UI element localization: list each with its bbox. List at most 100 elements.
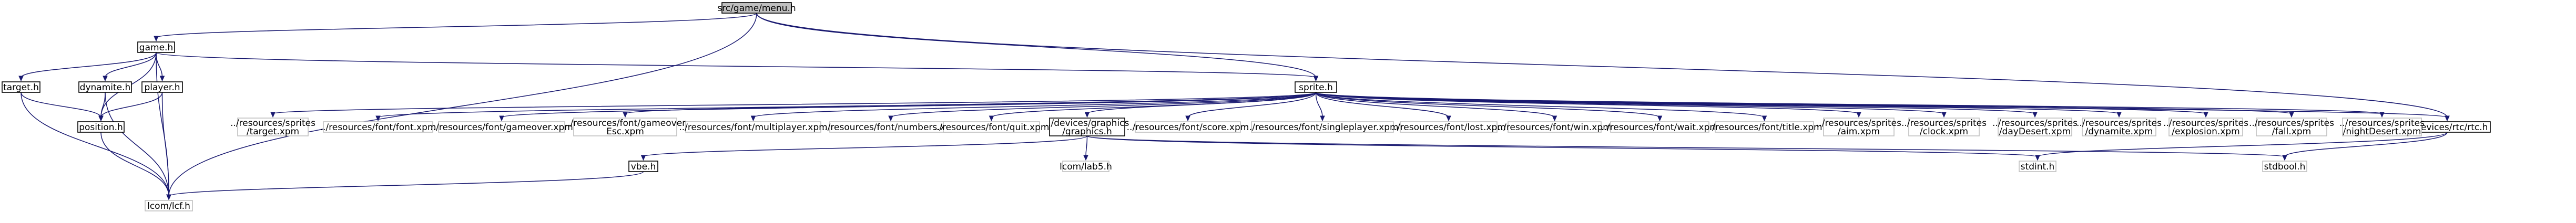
node-box [1610,121,1709,133]
edge-graphics-to-stdint [1086,135,2040,161]
node-box [237,118,309,136]
node-x_numbers[interactable]: ../resources/font/numbers.xpm [822,121,960,133]
node-stdbool[interactable]: stdbool.h [2262,161,2307,172]
node-label: src/game/menu.h [717,3,796,14]
node-x_clock[interactable]: ../resources/sprites/clock.xpm [1901,118,1987,137]
node-x_win[interactable]: ../resources/font/win.xpm [1498,121,1612,133]
node-label: lcom/lab5.h [1060,162,1112,172]
node-label: /graphics.h [1062,126,1112,137]
node-label: ../resources/sprites [1901,118,1987,129]
edge-sprite-to-rtc [1315,92,2450,122]
edge-sprite-to-x_win [1315,92,1557,122]
node-label: ../resources/sprites [2076,118,2162,129]
node-label: ../resources/sprites [230,118,315,129]
node-box [1508,121,1602,133]
edge-sprite-to-x_gameover [499,92,1317,122]
node-x_multi[interactable]: ../resources/font/multiplayer.xpm [679,121,828,133]
node-box [1908,118,1980,136]
node-box [1998,118,2072,136]
node-stdint[interactable]: stdint.h [2019,161,2056,172]
edge-sprite-to-x_lost [1315,92,1451,122]
edge-sprite-to-x_day [1315,92,2038,118]
node-label: ../resources/font/numbers.xpm [822,122,960,133]
edge-sprite-to-x_multi [750,92,1317,122]
node-x_dyn[interactable]: ../resources/sprites/dynamite.xpm [2076,118,2162,137]
node-label: /dayDesert.xpm [1999,126,2071,137]
node-lcom[interactable]: lcom/lcf.h [145,200,193,211]
node-menu[interactable]: src/game/menu.h [717,2,796,14]
node-graphics[interactable]: ../devices/graphics/graphics.h [1045,118,1129,137]
node-label: ../resources/font/win.xpm [1498,122,1611,133]
node-x_wait[interactable]: ../resources/font/wait.xpm [1601,121,1718,133]
node-label: ../resources/font/multiplayer.xpm [679,122,827,133]
edge-graphics-to-stdbool [1086,135,2287,161]
node-x_fall[interactable]: ../resources/sprites/fall.xpm [2249,118,2334,137]
edge-sprite-to-x_wait [1315,92,1663,122]
node-x_day[interactable]: ../resources/sprites/dayDesert.xpm [1992,118,2078,137]
edge-game-to-target [18,52,157,82]
node-label: ../devices/rtc/rtc.h [2407,122,2488,133]
edge-sprite-to-x_title [1315,92,1767,122]
edge-game-to-sprite [156,52,1319,82]
node-dynamite[interactable]: dynamite.h [78,81,132,93]
node-label: ../resources/sprites [1992,118,2078,129]
node-player[interactable]: player.h [141,81,183,93]
edge-rtc-to-stdbool [2282,132,2448,161]
node-box [1400,121,1498,133]
node-x_single[interactable]: ../resources/font/singleplayer.xpm [1246,121,1399,133]
node-x_quit[interactable]: ../resources/font/quit.xpm [934,121,1050,133]
node-label: ../resources/font/quit.xpm [934,122,1050,133]
node-label: vbe.h [631,162,656,172]
node-x_expl[interactable]: ../resources/sprites/explosion.xpm [2163,118,2248,137]
node-box [943,121,1040,133]
node-x_lost[interactable]: ../resources/font/lost.xpm [1391,121,1506,133]
node-x_target[interactable]: ../resources/sprites/target.xpm [230,118,315,137]
node-label: ../resources/sprites [1816,118,1901,129]
node-x_night[interactable]: ../resources/sprites/nightDesert.xpm [2339,118,2425,137]
edge-graphics-to-lcomtab [1083,135,1088,161]
node-box [1295,81,1337,93]
node-label: /explosion.xpm [2172,126,2239,137]
node-lcomtab[interactable]: lcom/lab5.h [1060,161,1112,172]
node-box [141,81,183,93]
node-box [77,121,125,133]
node-label: ../resources/font/font.xpm [320,122,436,133]
node-label: /clock.xpm [1920,126,1968,137]
edge-dynamite-to-lcom [105,92,171,200]
node-x_gameover[interactable]: ../resources/font/gameover.xpm [430,121,573,133]
node-label: ../devices/graphics [1045,118,1129,129]
node-label: ../resources/font/gameover.xpm [430,122,573,133]
edge-game-to-player [156,52,165,82]
node-box [145,200,193,211]
node-box [2262,161,2307,172]
edges-layer [18,13,2450,200]
node-box [2019,161,2056,172]
node-label: Esc.xpm [606,126,644,137]
node-label: game.h [139,43,173,53]
node-game[interactable]: game.h [137,41,175,53]
edge-sprite-to-x_gameoveresc [623,92,1317,118]
node-rtc[interactable]: ../devices/rtc/rtc.h [2404,121,2491,133]
node-vbe[interactable]: vbe.h [628,161,658,172]
edge-position-to-lcom [100,132,171,200]
node-box [1049,118,1125,136]
node-target[interactable]: target.h [2,81,40,93]
node-box [1135,121,1241,133]
edge-target-to-lcom [21,92,171,200]
node-x_font[interactable]: ../resources/font/font.xpm [320,121,436,133]
node-label: ../resources/font/gameover [565,118,686,129]
node-x_score[interactable]: ../resources/font/score.xpm [1127,121,1249,133]
node-label: ../resources/font/wait.xpm [1601,122,1718,133]
edge-sprite-to-x_fall [1315,92,2294,118]
node-label: player.h [144,82,180,93]
node-position[interactable]: position.h [77,121,125,133]
node-x_aim[interactable]: ../resources/sprites/aim.xpm [1816,118,1901,137]
node-box [1062,161,1109,172]
node-box [721,2,792,14]
edge-menu-to-game [154,13,757,42]
node-x_title[interactable]: ../resources/font/title.xpm [1706,121,1822,133]
edge-game-to-dynamite [103,52,157,82]
node-label: ../resources/font/title.xpm [1706,122,1822,133]
node-sprite[interactable]: sprite.h [1295,81,1337,93]
